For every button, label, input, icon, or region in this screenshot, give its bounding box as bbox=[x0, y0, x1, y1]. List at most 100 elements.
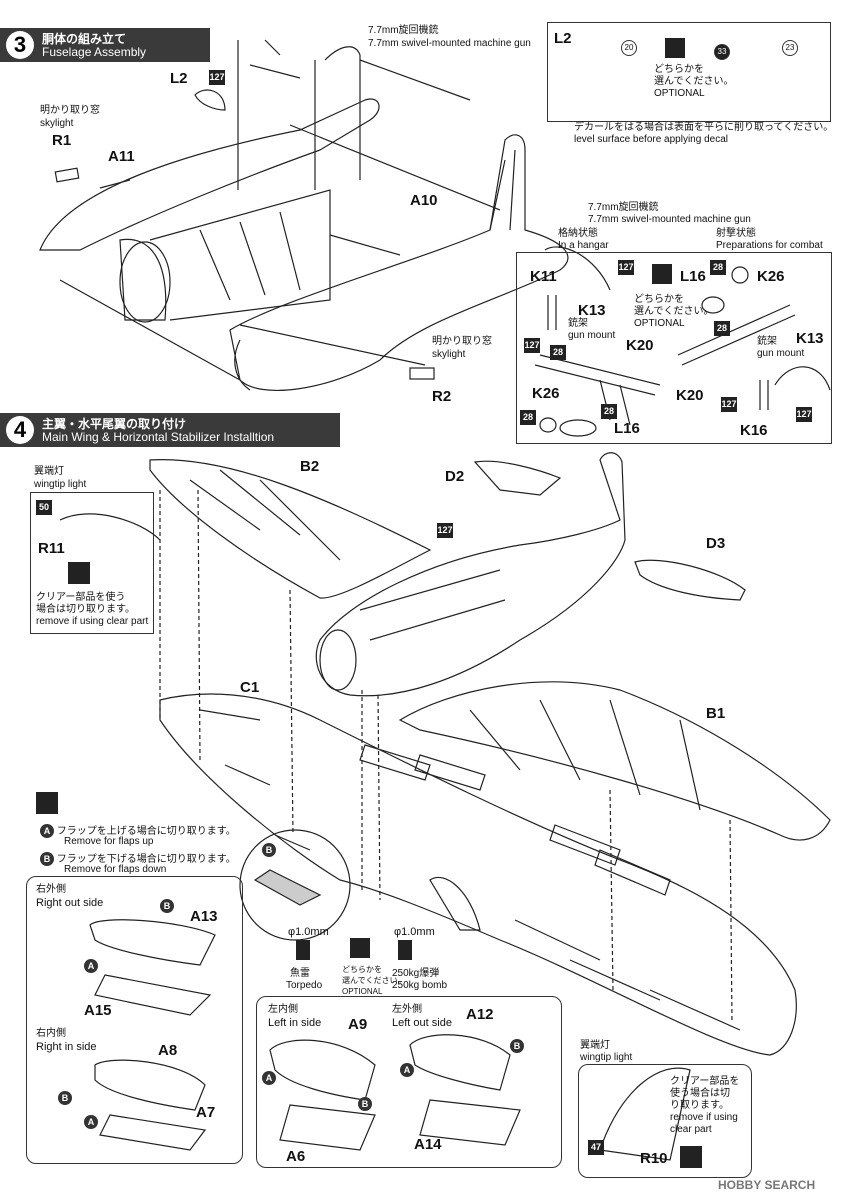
paint-127-d: 127 bbox=[796, 407, 812, 422]
skylight2-en: skylight bbox=[432, 349, 466, 360]
part-a10: A10 bbox=[410, 192, 438, 209]
part-a8: A8 bbox=[158, 1042, 178, 1059]
gunbox-hangar-en: In a hangar bbox=[558, 240, 609, 251]
drill-icon-1 bbox=[296, 940, 310, 960]
wingtip-clear-jp2: 場合は切り取ります。 bbox=[36, 604, 135, 615]
part-k20-b: K20 bbox=[676, 387, 704, 404]
marker-a: A bbox=[40, 824, 54, 838]
paint-127-a: 127 bbox=[618, 260, 634, 275]
ri-marker-b: B bbox=[58, 1088, 72, 1106]
wt2-clear-jp3: り取ります。 bbox=[670, 1100, 729, 1111]
decal-23: 23 bbox=[782, 40, 798, 56]
paint-127-b: 127 bbox=[524, 338, 540, 353]
gunbox-title-jp: 7.7mm旋回機銃 bbox=[588, 202, 659, 213]
wt2-clear-en2: clear part bbox=[670, 1124, 712, 1135]
paint-28-b: 28 bbox=[714, 321, 730, 336]
left-in-jp: 左内側 bbox=[268, 1004, 298, 1015]
drill-2: φ1.0mm bbox=[394, 926, 435, 938]
knife-icon-b bbox=[36, 792, 58, 814]
part-a6: A6 bbox=[286, 1148, 306, 1165]
wt2-clear-jp1: クリアー部品を bbox=[670, 1076, 740, 1087]
gun-label-en: 7.7mm swivel-mounted machine gun bbox=[368, 38, 531, 49]
part-k26-a: K26 bbox=[757, 268, 785, 285]
drill-icon-2 bbox=[398, 940, 412, 960]
wingtip-box-left bbox=[30, 492, 154, 634]
gunbox-hangar-jp: 格納状態 bbox=[558, 228, 598, 239]
right-in-jp: 右内側 bbox=[36, 1028, 66, 1039]
wt2-clear-jp2: 使う場合は切 bbox=[670, 1088, 730, 1099]
part-l16-a: L16 bbox=[680, 268, 706, 285]
gunbox-either-jp2: 選んでください。 bbox=[634, 306, 714, 317]
part-r1: R1 bbox=[52, 132, 72, 149]
part-l16-b: L16 bbox=[614, 420, 640, 437]
torpedo-en: Torpedo bbox=[286, 980, 323, 991]
drill-1: φ1.0mm bbox=[288, 926, 329, 938]
skylight1-jp: 明かり取り窓 bbox=[40, 105, 100, 116]
left-out-jp: 左外側 bbox=[392, 1004, 422, 1015]
step4-number: 4 bbox=[6, 416, 34, 444]
ro-marker-b: B bbox=[160, 896, 174, 914]
wingtip-en: wingtip light bbox=[34, 479, 87, 490]
lo-marker-a: A bbox=[400, 1060, 414, 1078]
optional-icon bbox=[665, 38, 685, 58]
gunbox-title-en: 7.7mm swivel-mounted machine gun bbox=[588, 214, 751, 225]
wt2-title-jp: 翼端灯 bbox=[580, 1040, 610, 1051]
decal-option-box bbox=[547, 22, 831, 122]
part-k13-a: K13 bbox=[578, 302, 606, 319]
wingtip-box-right bbox=[578, 1064, 752, 1178]
part-k16: K16 bbox=[740, 422, 768, 439]
ordnance-either-jp1: どちらかを bbox=[342, 965, 382, 974]
part-a15: A15 bbox=[84, 1002, 112, 1019]
torpedo-jp: 魚雷 bbox=[290, 968, 310, 979]
part-c1: C1 bbox=[240, 679, 260, 696]
lower-wing-c1 bbox=[159, 693, 797, 1056]
gunmount-jp-b: 銃架 bbox=[757, 336, 777, 347]
decal-either-jp2: 選んでください。 bbox=[654, 76, 734, 87]
right-out-en: Right out side bbox=[36, 897, 104, 909]
upper-wing-b2 bbox=[149, 459, 432, 599]
paint-28-e: 28 bbox=[601, 404, 617, 419]
left-flaps-box bbox=[256, 996, 562, 1168]
gunbox-optional-icon bbox=[652, 264, 672, 284]
paint-127-step3: 127 bbox=[209, 70, 225, 85]
step4-title-jp: 主翼・水平尾翼の取り付け bbox=[42, 417, 187, 431]
step3-header: 3 胴体の組み立て Fuselage Assembly bbox=[0, 28, 210, 62]
ri-marker-a: A bbox=[84, 1112, 98, 1130]
part-k26-b: K26 bbox=[532, 385, 560, 402]
knife-icon-c bbox=[680, 1146, 702, 1168]
part-k11: K11 bbox=[530, 268, 557, 285]
gunmount-en-a: gun mount bbox=[568, 330, 616, 341]
paint-50: 50 bbox=[36, 500, 52, 515]
left-out-en: Left out side bbox=[392, 1017, 452, 1029]
part-a12: A12 bbox=[466, 1006, 494, 1023]
part-k20-a: K20 bbox=[626, 337, 654, 354]
part-a11: A11 bbox=[108, 148, 135, 165]
gunmount-jp-a: 銃架 bbox=[568, 318, 588, 329]
part-r10: R10 bbox=[640, 1150, 668, 1167]
gunbox-optional: OPTIONAL bbox=[634, 318, 685, 329]
wingtip-jp: 翼端灯 bbox=[34, 466, 64, 477]
lo-marker-b: B bbox=[510, 1036, 524, 1054]
part-b1: B1 bbox=[706, 705, 726, 722]
right-flaps-box bbox=[26, 876, 243, 1164]
decal-note-jp: デカールをはる場合は表面を平らに削り取ってください。 bbox=[574, 122, 834, 133]
part-b2: B2 bbox=[300, 458, 320, 475]
gunmount-en-b: gun mount bbox=[757, 348, 805, 359]
right-out-jp: 右外側 bbox=[36, 884, 66, 895]
wingtip-clear-jp1: クリアー部品を使う bbox=[36, 592, 126, 603]
paint-28-c: 28 bbox=[550, 345, 566, 360]
fuselage-half-a11 bbox=[39, 98, 380, 251]
li-marker-b: B bbox=[358, 1094, 372, 1112]
part-r11: R11 bbox=[38, 540, 65, 557]
part-a13: A13 bbox=[190, 908, 218, 925]
decal-box-label: L2 bbox=[554, 30, 572, 47]
skylight2-jp: 明かり取り窓 bbox=[432, 336, 492, 347]
bomb-en: 250kg bomb bbox=[392, 980, 448, 991]
flaps-a-row: A フラップを上げる場合に切り取ります。 bbox=[40, 822, 236, 838]
paint-28-d: 28 bbox=[520, 410, 536, 425]
right-in-en: Right in side bbox=[36, 1041, 97, 1053]
li-marker-a: A bbox=[262, 1068, 276, 1086]
ordnance-either-jp2: 選んでください。 bbox=[342, 976, 406, 985]
part-a9: A9 bbox=[348, 1016, 368, 1033]
part-k13-b: K13 bbox=[796, 330, 824, 347]
